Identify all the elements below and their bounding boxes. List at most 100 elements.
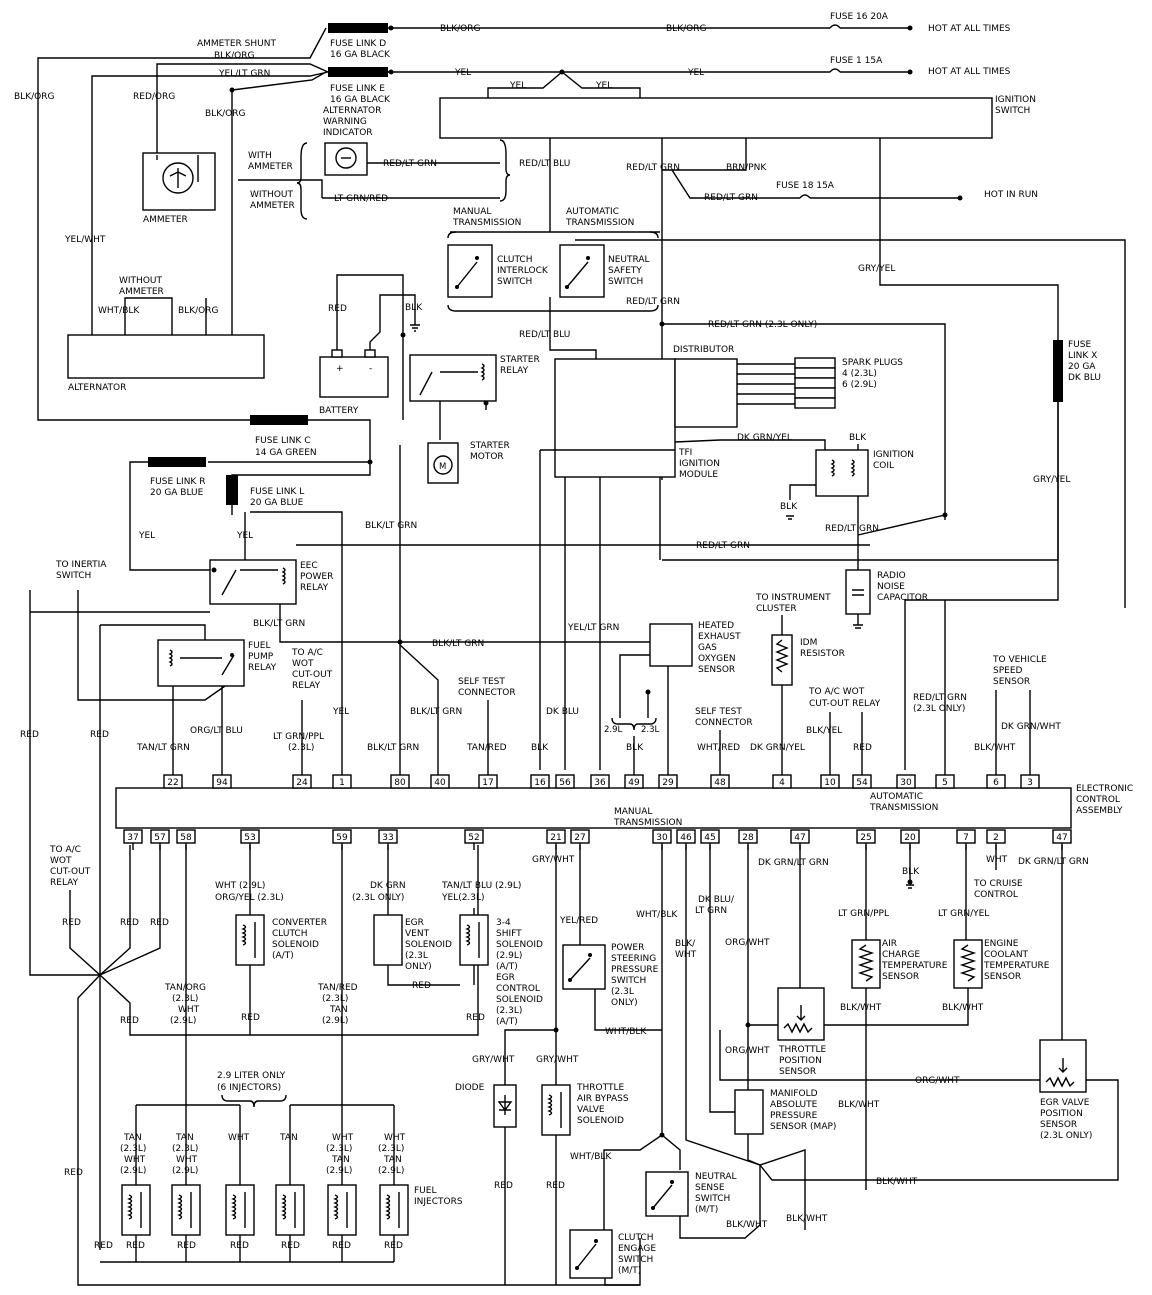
svg-text:BLK: BLK bbox=[405, 303, 423, 313]
eca-pin-bottom: 46 bbox=[676, 829, 696, 844]
svg-text:CHARGE: CHARGE bbox=[882, 950, 920, 960]
eca-pin-top: 17 bbox=[478, 774, 498, 789]
svg-text:58: 58 bbox=[180, 833, 192, 843]
eca-pin-bottom: 20 bbox=[900, 829, 920, 844]
fuel-injector bbox=[121, 1184, 151, 1236]
svg-text:WHT: WHT bbox=[384, 1133, 406, 1143]
svg-text:AMMETER: AMMETER bbox=[119, 287, 164, 297]
svg-text:WARNING: WARNING bbox=[323, 117, 367, 127]
eca-pin-top: 24 bbox=[292, 774, 312, 789]
alternator bbox=[67, 334, 265, 379]
svg-text:RED: RED bbox=[546, 1181, 565, 1191]
svg-text:RED/LT GRN: RED/LT GRN bbox=[626, 163, 680, 173]
svg-text:TAN: TAN bbox=[383, 1155, 402, 1165]
svg-text:POSITION: POSITION bbox=[779, 1056, 822, 1066]
svg-text:SENSOR: SENSOR bbox=[882, 972, 919, 982]
svg-text:37: 37 bbox=[127, 833, 138, 843]
svg-text:DK GRN/YEL: DK GRN/YEL bbox=[750, 743, 805, 753]
svg-text:EEC: EEC bbox=[300, 561, 318, 571]
eca-pin-bottom: 57 bbox=[150, 829, 170, 844]
svg-text:ALTERNATOR: ALTERNATOR bbox=[323, 106, 381, 116]
svg-text:HEATED: HEATED bbox=[698, 621, 734, 631]
hot-at-all-times-1: HOT AT ALL TIMES bbox=[928, 24, 1011, 34]
svg-text:MANUAL: MANUAL bbox=[453, 207, 491, 217]
svg-text:LT GRN/RED: LT GRN/RED bbox=[334, 194, 388, 204]
svg-text:TO VEHICLE: TO VEHICLE bbox=[992, 655, 1047, 665]
ignition-switch bbox=[439, 97, 993, 139]
svg-text:BLK/: BLK/ bbox=[675, 939, 696, 949]
svg-text:BLK/ORG: BLK/ORG bbox=[178, 306, 218, 316]
svg-text:BLK/YEL: BLK/YEL bbox=[806, 726, 842, 736]
svg-text:WITH: WITH bbox=[248, 151, 272, 161]
svg-text:RED: RED bbox=[20, 730, 39, 740]
svg-text:3: 3 bbox=[1027, 778, 1033, 788]
svg-text:TRANSMISSION: TRANSMISSION bbox=[869, 803, 938, 813]
engine-coolant-temperature-sensor bbox=[953, 939, 983, 989]
svg-text:LT GRN/PPL: LT GRN/PPL bbox=[273, 732, 324, 742]
svg-text:ABSOLUTE: ABSOLUTE bbox=[770, 1100, 818, 1110]
svg-text:SOLENOID: SOLENOID bbox=[272, 940, 319, 950]
svg-text:(2.3L ONLY): (2.3L ONLY) bbox=[913, 704, 965, 714]
svg-text:HOT IN RUN: HOT IN RUN bbox=[984, 190, 1038, 200]
svg-text:SWITCH: SWITCH bbox=[611, 976, 646, 986]
svg-text:DK BLU: DK BLU bbox=[1068, 373, 1101, 383]
svg-text:94: 94 bbox=[216, 778, 228, 788]
power-steering-pressure-switch bbox=[562, 944, 606, 990]
svg-text:MANUAL: MANUAL bbox=[614, 807, 652, 817]
battery bbox=[319, 356, 389, 398]
svg-text:BLK: BLK bbox=[626, 743, 644, 753]
svg-text:DK GRN/LT GRN: DK GRN/LT GRN bbox=[758, 858, 829, 868]
svg-text:TO INSTRUMENT: TO INSTRUMENT bbox=[755, 593, 831, 603]
svg-text:RED: RED bbox=[328, 304, 347, 314]
svg-text:53: 53 bbox=[244, 833, 255, 843]
svg-text:YEL/LT GRN: YEL/LT GRN bbox=[218, 69, 270, 79]
svg-text:24: 24 bbox=[296, 778, 308, 788]
svg-text:RED: RED bbox=[126, 1241, 145, 1251]
svg-text:WHT/BLK: WHT/BLK bbox=[636, 910, 678, 920]
svg-text:WHT: WHT bbox=[986, 855, 1008, 865]
eca-pin-top: 22 bbox=[163, 774, 183, 789]
fuel-injector bbox=[327, 1184, 357, 1236]
svg-text:4: 4 bbox=[779, 778, 785, 788]
svg-text:CLUTCH: CLUTCH bbox=[618, 1233, 653, 1243]
svg-text:VENT: VENT bbox=[405, 929, 430, 939]
svg-text:IGNITION: IGNITION bbox=[995, 95, 1036, 105]
svg-text:SENSOR: SENSOR bbox=[993, 677, 1030, 687]
svg-text:+: + bbox=[336, 364, 344, 374]
svg-text:TRANSMISSION: TRANSMISSION bbox=[565, 218, 634, 228]
svg-text:FUEL: FUEL bbox=[248, 641, 270, 651]
svg-text:ONLY): ONLY) bbox=[405, 962, 432, 972]
converter-clutch-solenoid bbox=[235, 914, 265, 966]
svg-text:WHT: WHT bbox=[332, 1133, 354, 1143]
svg-text:ORG/LT BLU: ORG/LT BLU bbox=[190, 726, 243, 736]
svg-text:POWER: POWER bbox=[611, 943, 644, 953]
svg-text:46: 46 bbox=[680, 833, 692, 843]
svg-text:TO A/C: TO A/C bbox=[49, 845, 81, 855]
svg-text:BRN/PNK: BRN/PNK bbox=[726, 163, 767, 173]
svg-text:BLK/ORG: BLK/ORG bbox=[205, 109, 245, 119]
svg-text:RED/LT GRN: RED/LT GRN bbox=[704, 193, 758, 203]
svg-text:33: 33 bbox=[382, 833, 393, 843]
svg-text:INJECTORS: INJECTORS bbox=[414, 1197, 463, 1207]
svg-text:YEL: YEL bbox=[509, 81, 526, 91]
svg-text:47: 47 bbox=[794, 833, 805, 843]
svg-text:POSITION: POSITION bbox=[1040, 1109, 1083, 1119]
eca-pin-top: 3 bbox=[1020, 774, 1040, 789]
svg-text:ORG/WHT: ORG/WHT bbox=[725, 938, 770, 948]
svg-text:LINK X: LINK X bbox=[1068, 351, 1097, 361]
svg-text:4 (2.3L): 4 (2.3L) bbox=[842, 369, 877, 379]
svg-text:(2.3L ONLY): (2.3L ONLY) bbox=[352, 893, 404, 903]
fuse-link-d: FUSE LINK D 16 GA BLACK bbox=[328, 23, 391, 60]
svg-text:ASSEMBLY: ASSEMBLY bbox=[1076, 806, 1123, 816]
svg-text:(M/T): (M/T) bbox=[695, 1205, 718, 1215]
svg-text:SWITCH: SWITCH bbox=[618, 1255, 653, 1265]
svg-text:CONTROL: CONTROL bbox=[1076, 795, 1120, 805]
svg-text:10: 10 bbox=[824, 778, 836, 788]
svg-text:FUSE LINK E: FUSE LINK E bbox=[330, 84, 385, 94]
svg-text:TO A/C: TO A/C bbox=[291, 648, 323, 658]
svg-text:2.9 LITER ONLY: 2.9 LITER ONLY bbox=[217, 1071, 286, 1081]
svg-text:AUTOMATIC: AUTOMATIC bbox=[566, 207, 619, 217]
idm-resistor bbox=[771, 634, 793, 686]
svg-text:SELF TEST: SELF TEST bbox=[695, 707, 742, 717]
svg-text:THROTTLE: THROTTLE bbox=[778, 1045, 826, 1055]
